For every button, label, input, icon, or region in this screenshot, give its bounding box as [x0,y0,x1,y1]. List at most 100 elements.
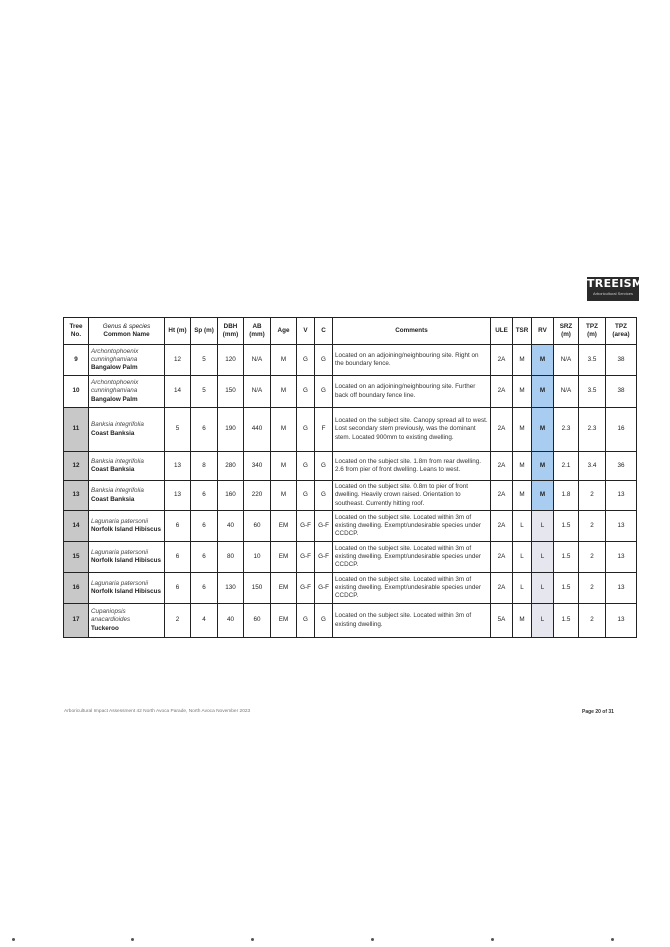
cell-dbh: 130 [217,572,244,604]
cell-c: G-F [314,510,333,542]
cell-ab: 340 [243,451,271,481]
cell-rv: M [531,451,554,481]
scan-dot [131,938,134,941]
cell-srz: N/A [553,344,579,376]
cell-tpz-area: 38 [605,344,637,376]
cell-tpz: 2.3 [578,407,606,452]
cell-srz: 1.5 [553,541,579,573]
cell-tpz-area: 13 [605,510,637,542]
cell-c: G [314,451,333,481]
header-rv: RV [531,317,554,345]
cell-age: M [270,407,297,452]
cell-tpz-area: 36 [605,451,637,481]
cell-v: G [296,407,315,452]
cell-age: EM [270,510,297,542]
cell-ab: N/A [243,344,271,376]
cell-tsr: M [512,344,532,376]
header-tree-no: Tree No. [63,317,89,345]
cell-dbh: 190 [217,407,244,452]
cell-ht: 14 [164,375,191,408]
cell-v: G-F [296,510,315,542]
cell-ule: 2A [490,480,513,511]
cell-tpz-area: 13 [605,480,637,511]
header-c: C [314,317,333,345]
footer-page-number: Page 20 of 31 [582,709,614,715]
cell-no: 17 [63,603,89,638]
cell-rv: L [531,510,554,542]
scan-dot [611,938,614,941]
cell-ab: 10 [243,541,271,573]
cell-v: G-F [296,541,315,573]
cell-ule: 2A [490,407,513,452]
cell-comments: Located on the subject site. Located wit… [332,510,491,542]
cell-dbh: 280 [217,451,244,481]
cell-tpz: 2 [578,541,606,573]
cell-rv: M [531,407,554,452]
genus-species: Archontophoenix cunninghamiana [91,347,139,363]
scan-dot [491,938,494,941]
cell-ht: 2 [164,603,191,638]
cell-ule: 2A [490,541,513,573]
cell-srz: 1.5 [553,510,579,542]
cell-comments: Located on the subject site. 0.8m to pie… [332,480,491,511]
cell-ule: 2A [490,572,513,604]
genus-species: Lagunaria patersonii [91,548,149,556]
cell-tpz-area: 13 [605,572,637,604]
cell-sp: 6 [190,510,218,542]
cell-tsr: M [512,407,532,452]
cell-dbh: 120 [217,344,244,376]
cell-tsr: L [512,572,532,604]
cell-tpz: 2 [578,480,606,511]
cell-rv: L [531,603,554,638]
common-name: Bangalow Palm [91,364,138,372]
cell-age: M [270,451,297,481]
common-name: Coast Banksia [91,495,135,503]
common-name: Norfolk Island Hibiscus [91,588,161,595]
cell-c: G-F [314,572,333,604]
cell-v: G [296,375,315,408]
cell-tpz-area: 13 [605,541,637,573]
cell-ht: 12 [164,344,191,376]
cell-age: EM [270,572,297,604]
cell-ab: 220 [243,480,271,511]
header-ht: Ht (m) [164,317,191,345]
cell-sp: 6 [190,572,218,604]
cell-dbh: 40 [217,603,244,638]
cell-tpz: 2 [578,603,606,638]
cell-ab: 150 [243,572,271,604]
genus-species: Cupaniopsis anacardioides [91,608,131,624]
common-name: Coast Banksia [91,429,135,437]
cell-age: EM [270,541,297,573]
cell-tpz: 2 [578,510,606,542]
cell-no: 14 [63,510,89,542]
genus-species: Archontophoenix cunninghamiana [91,379,139,395]
cell-comments: Located on the subject site. 1.8m from r… [332,451,491,481]
scan-dot [12,938,15,941]
header-ab: AB (mm) [243,317,271,345]
cell-no: 9 [63,344,89,376]
cell-tpz: 3.5 [578,344,606,376]
genus-species: Banksia integrifolia [91,487,144,495]
cell-ule: 2A [490,451,513,481]
header-ule: ULE [490,317,513,345]
header-v: V [296,317,315,345]
header-tsr: TSR [512,317,532,345]
cell-srz: 1.8 [553,480,579,511]
common-name: Norfolk Island Hibiscus [91,526,161,533]
cell-age: M [270,480,297,511]
cell-tsr: L [512,541,532,573]
cell-sp: 6 [190,541,218,573]
cell-age: M [270,344,297,376]
cell-c: G [314,603,333,638]
cell-tpz: 3.5 [578,375,606,408]
cell-ht: 13 [164,451,191,481]
cell-dbh: 80 [217,541,244,573]
cell-sp: 5 [190,375,218,408]
